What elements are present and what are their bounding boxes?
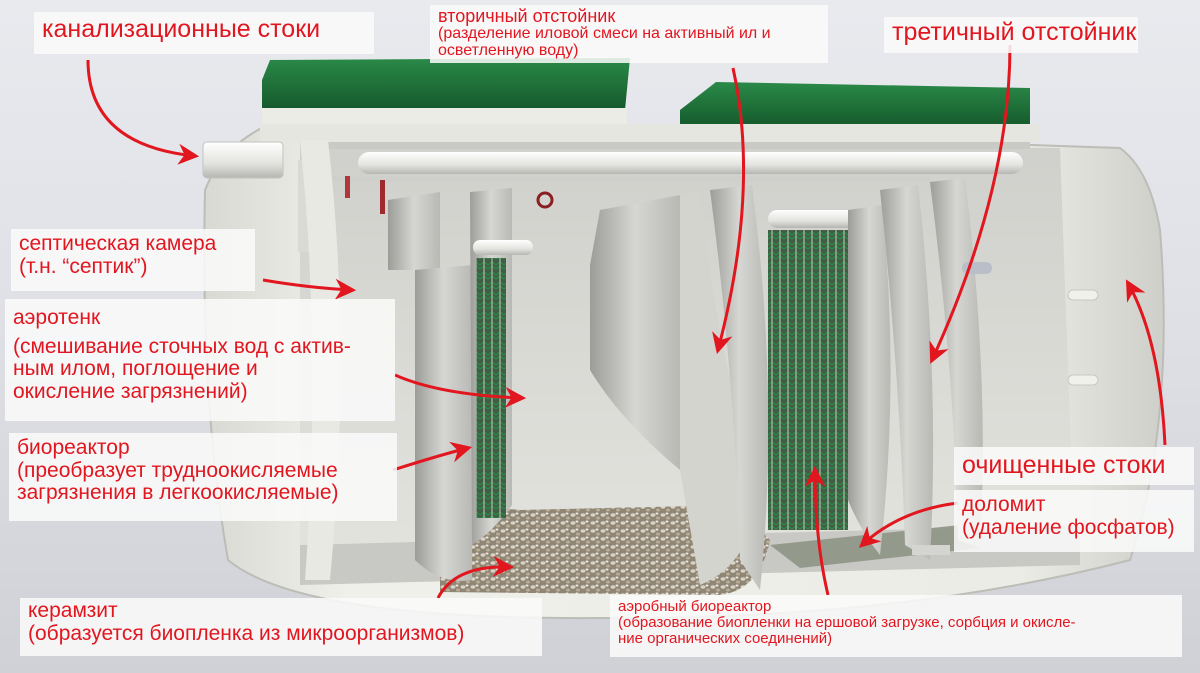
label-line: (преобразует трудноокисляемые	[17, 458, 338, 482]
label-line: ным илом, поглощение и	[13, 357, 258, 381]
label-dolomite: доломит (удаление фосфатов)	[954, 490, 1194, 552]
label-title: третичный отстойник	[892, 18, 1137, 46]
label-line: (удаление фосфатов)	[962, 515, 1175, 539]
label-title: очищенные стоки	[962, 451, 1166, 479]
label-title: аэротенк	[13, 306, 101, 329]
label-title: биореактор	[17, 436, 130, 459]
label-septic-chamber: септическая камера (т.н. “септик”)	[11, 229, 255, 291]
label-line: (смешивание сточных вод с актив-	[13, 334, 351, 358]
label-title: канализационные стоки	[42, 15, 321, 43]
label-line: загрязнения в легкоокисляемые)	[17, 481, 339, 505]
label-sewage-inflow: канализационные стоки	[34, 12, 374, 54]
label-title: доломит	[962, 493, 1046, 516]
label-line: (т.н. “септик”)	[19, 254, 148, 278]
label-title: вторичный отстойник	[438, 6, 616, 26]
label-tertiary-clarifier: третичный отстойник	[884, 17, 1138, 53]
label-expanded-clay: керамзит (образуется биопленка из микроо…	[20, 598, 542, 656]
label-line: осветленную воду)	[438, 41, 579, 59]
label-line: окисление загрязнений)	[13, 380, 248, 404]
label-secondary-clarifier: вторичный отстойник (разделение иловой с…	[430, 5, 828, 63]
label-title: керамзит	[28, 599, 118, 622]
label-treated-outflow: очищенные стоки	[954, 447, 1194, 485]
label-title: септическая камера	[19, 232, 217, 255]
label-bioreactor: биореактор (преобразует трудноокисляемые…	[9, 433, 397, 521]
label-line: ние органических соединений)	[618, 629, 833, 647]
label-line: (образование биопленки на ершовой загруз…	[618, 613, 1076, 631]
label-title: аэробный биореактор	[618, 598, 772, 615]
label-line: (разделение иловой смеси на активный ил …	[438, 24, 771, 42]
label-line: (образуется биопленка из микроорганизмов…	[28, 621, 465, 645]
label-aerobic-bioreactor: аэробный биореактор (образование биоплен…	[610, 595, 1182, 657]
label-aerotank: аэротенк (смешивание сточных вод с актив…	[5, 299, 395, 421]
